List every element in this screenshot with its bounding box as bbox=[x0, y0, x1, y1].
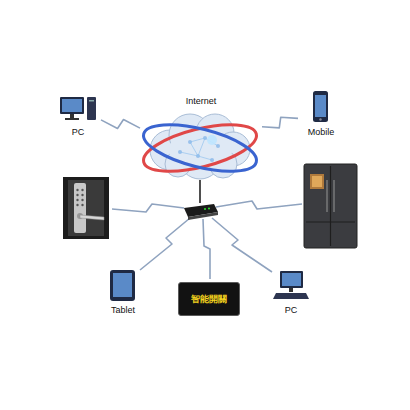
wireless-link bbox=[262, 117, 298, 128]
wireless-link bbox=[203, 219, 210, 279]
smart-switch-node: 智能開關 bbox=[178, 282, 240, 316]
wireless-link bbox=[212, 218, 272, 272]
node-label: Internet bbox=[186, 96, 217, 107]
internet-cloud-node: Internet bbox=[140, 96, 262, 186]
node-label: PC bbox=[285, 305, 298, 316]
node-label: PC bbox=[72, 127, 85, 138]
pc-node: PC bbox=[268, 268, 314, 316]
pc-icon bbox=[60, 97, 96, 120]
node-label: Mobile bbox=[308, 127, 335, 138]
pc-node: PC bbox=[55, 92, 101, 138]
router-icon bbox=[184, 204, 218, 220]
router-antenna bbox=[199, 180, 201, 203]
wireless-link-line bbox=[262, 117, 298, 128]
mobile-node: Mobile bbox=[298, 88, 344, 138]
wireless-link bbox=[112, 204, 184, 212]
internet-cloud bbox=[139, 114, 261, 180]
node-label: Tablet bbox=[111, 305, 135, 316]
node-label: 智能開關 bbox=[191, 294, 227, 305]
tablet-node: Tablet bbox=[104, 267, 142, 316]
wireless-link bbox=[101, 120, 140, 129]
refrigerator-icon bbox=[304, 164, 357, 248]
wireless-link-line bbox=[101, 120, 140, 129]
door-lock-icon bbox=[63, 177, 109, 239]
wireless-links bbox=[112, 201, 302, 279]
tablet-icon bbox=[110, 270, 135, 301]
pc-icon bbox=[273, 271, 309, 299]
mobile-phone-icon bbox=[313, 91, 328, 122]
wireless-link bbox=[140, 218, 190, 270]
wireless-link bbox=[216, 201, 302, 209]
